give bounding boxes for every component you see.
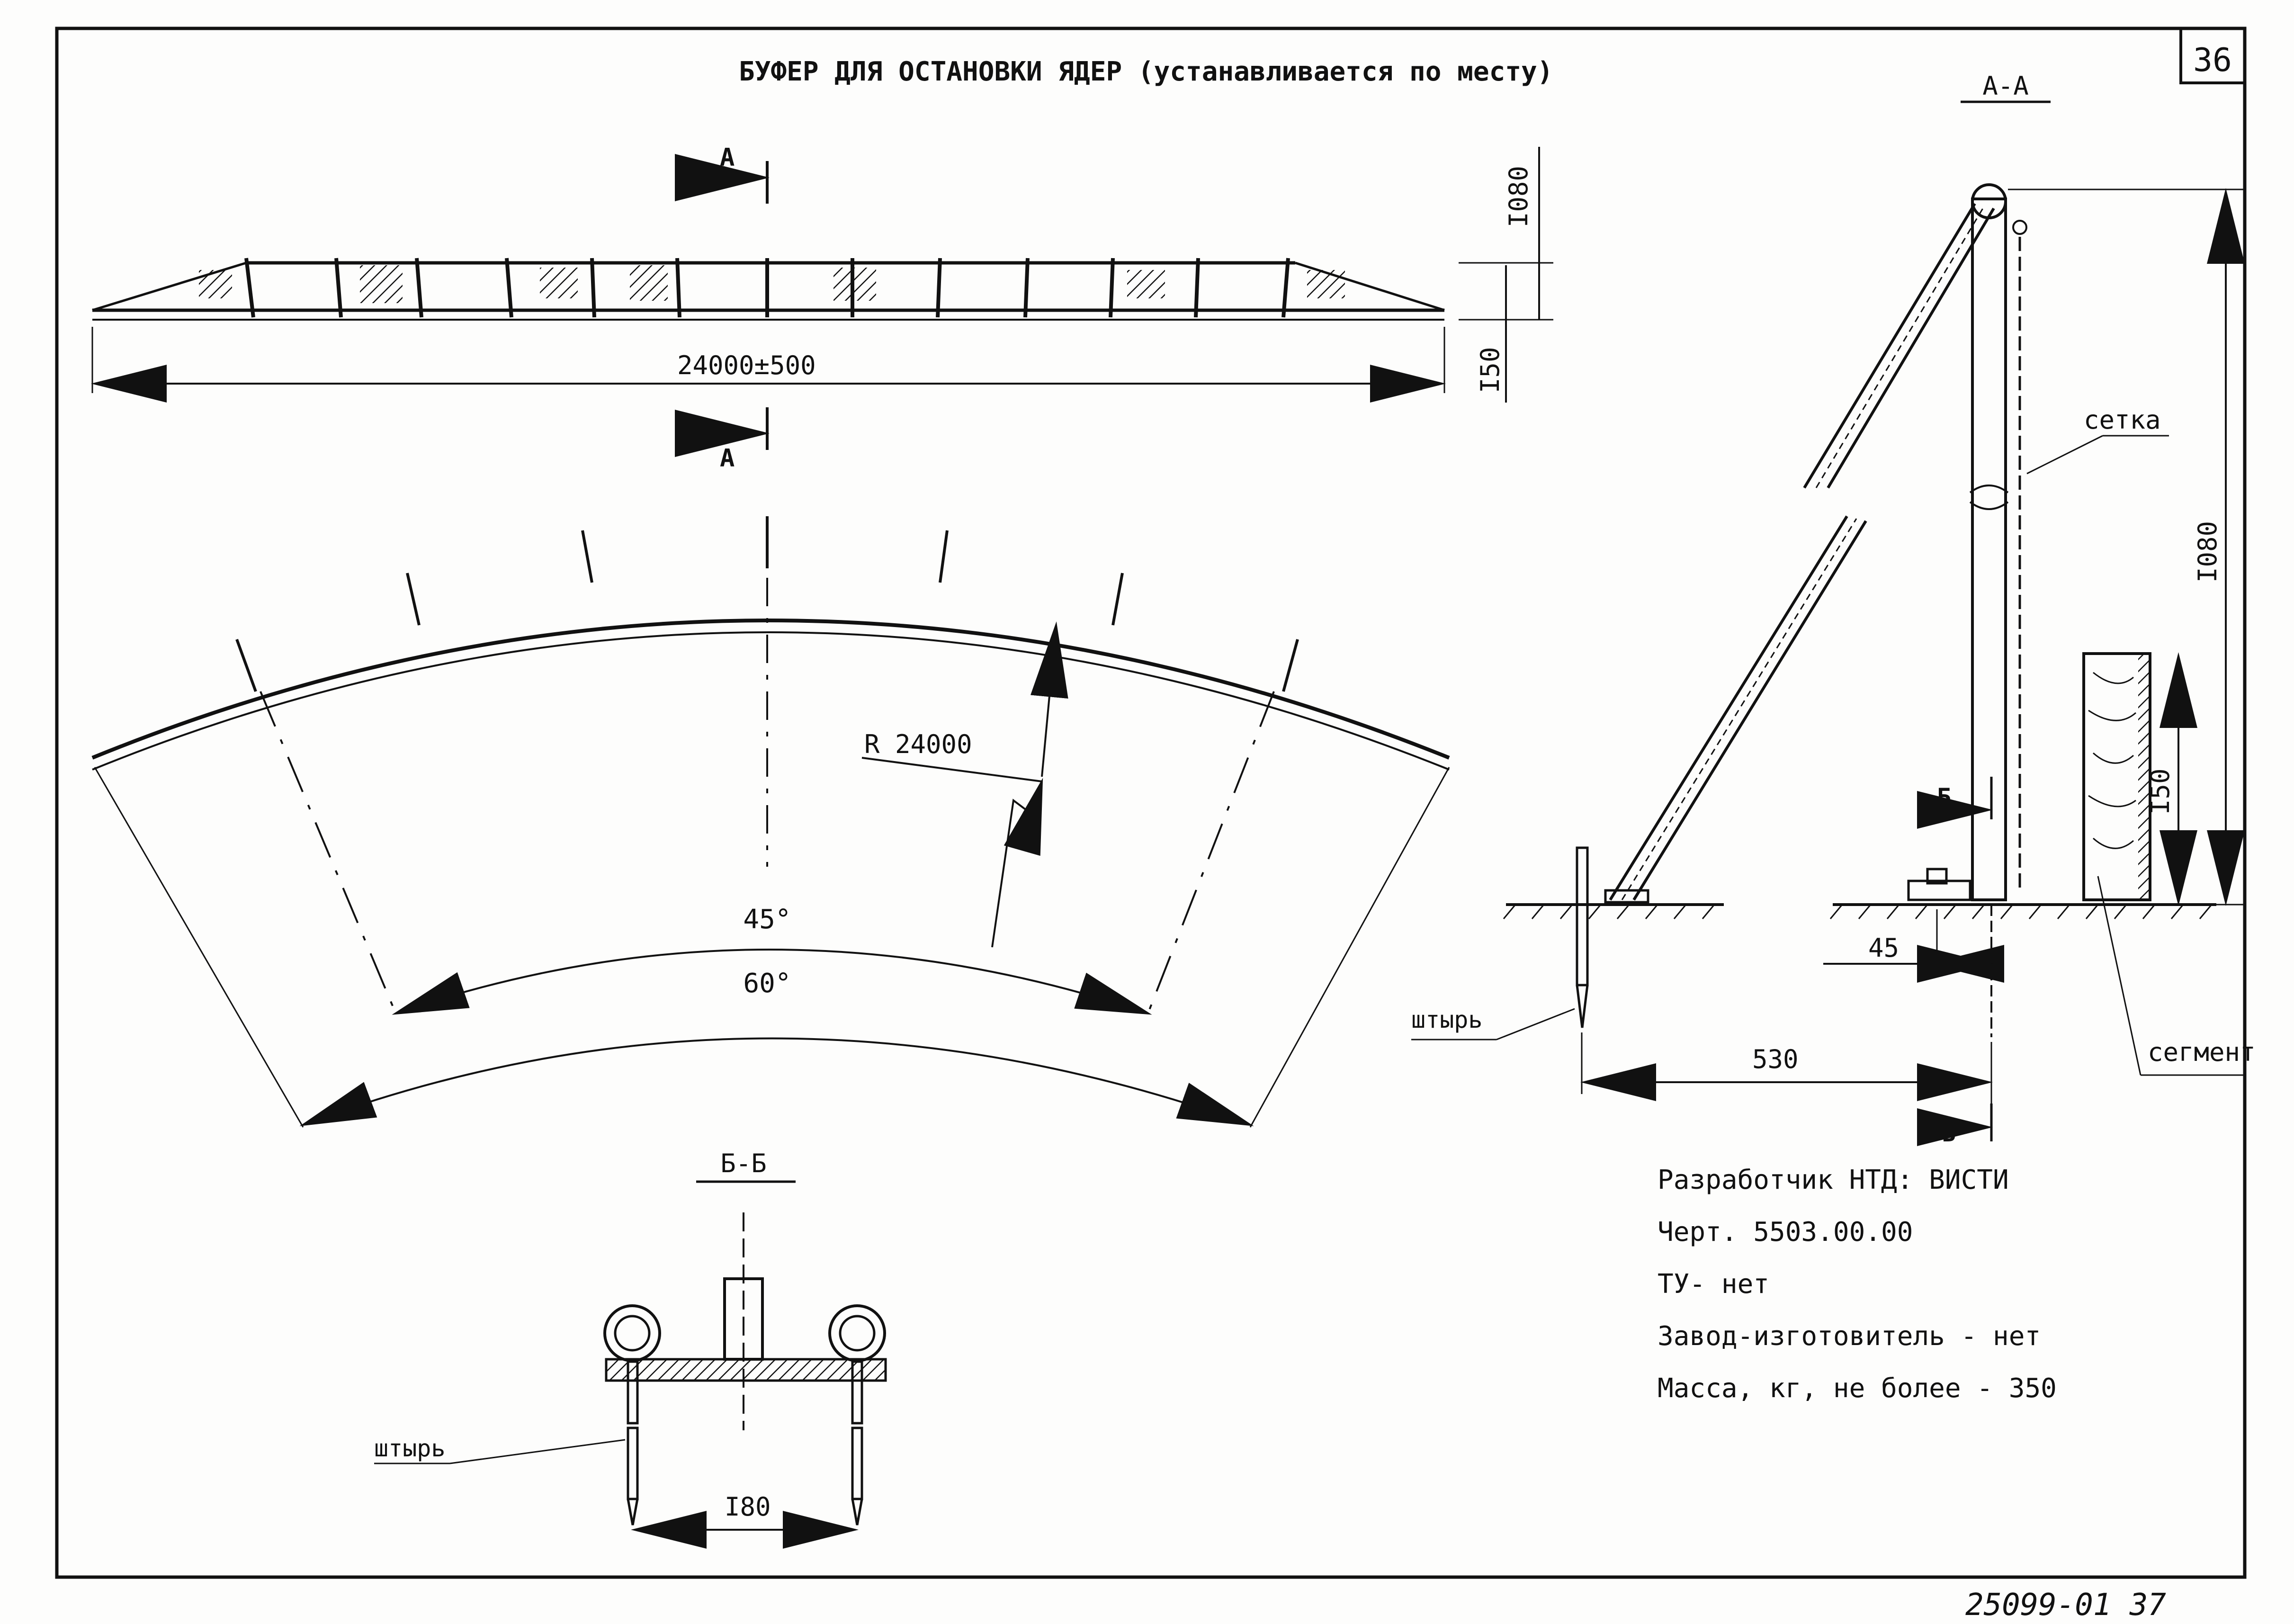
radius-label: R 24000: [864, 729, 972, 759]
info-developer: Разработчик НТД: ВИСТИ: [1658, 1165, 2009, 1195]
section-bb-title: Б-Б: [720, 1148, 767, 1178]
info-block: Разработчик НТД: ВИСТИ Черт. 5503.00.00 …: [1658, 1165, 2057, 1404]
info-drawing: Черт. 5503.00.00: [1658, 1217, 1913, 1247]
bb-dim-180: I80: [725, 1492, 771, 1522]
info-tu: ТУ- нет: [1658, 1269, 1769, 1300]
aa-mark-b-top: Б: [1937, 783, 1951, 811]
drawing-title: БУФЕР ДЛЯ ОСТАНОВКИ ЯДЕР (устанавливаетс…: [739, 56, 1553, 87]
angle-60: 60°: [743, 968, 791, 999]
plan-dim-length: 24000±500: [677, 350, 816, 380]
label-mesh: сетка: [2084, 405, 2161, 435]
aa-label-pin: штырь: [1411, 1006, 1483, 1033]
arc-view: 45° 60° R 24000: [91, 516, 1450, 1128]
sheet-number-box: 36: [2179, 27, 2246, 84]
aa-mark-b-bottom: Б: [1942, 1120, 1956, 1147]
section-bb: Б-Б I80 штырь: [374, 1148, 887, 1549]
sheet-number: 36: [2193, 42, 2232, 79]
bb-label-pin: штырь: [374, 1435, 446, 1462]
footer-code: 25099-01 37: [1965, 1588, 2166, 1623]
plan-dim-base: I50: [1475, 347, 1505, 393]
section-mark-a-top: А: [720, 144, 735, 172]
plan-dim-height: I080: [1504, 166, 1533, 227]
info-plant: Завод-изготовитель - нет: [1658, 1321, 2041, 1352]
aa-dim-height: I080: [2193, 521, 2222, 583]
label-segment: сегмент: [2148, 1037, 2256, 1067]
section-aa: А-А: [1411, 71, 2256, 1147]
angle-45: 45°: [743, 904, 791, 935]
section-aa-title: А-А: [1982, 71, 2029, 101]
aa-dim-530: 530: [1752, 1044, 1799, 1074]
sheet-frame: [55, 27, 2247, 1579]
info-mass: Масса, кг, не более - 350: [1658, 1373, 2057, 1404]
aa-dim-45: 45: [1868, 933, 1899, 963]
section-mark-a-bottom: А: [720, 444, 735, 473]
plan-view: А А 24000±500 I080 I50: [91, 144, 1553, 473]
aa-dim-segment: I50: [2145, 768, 2175, 815]
